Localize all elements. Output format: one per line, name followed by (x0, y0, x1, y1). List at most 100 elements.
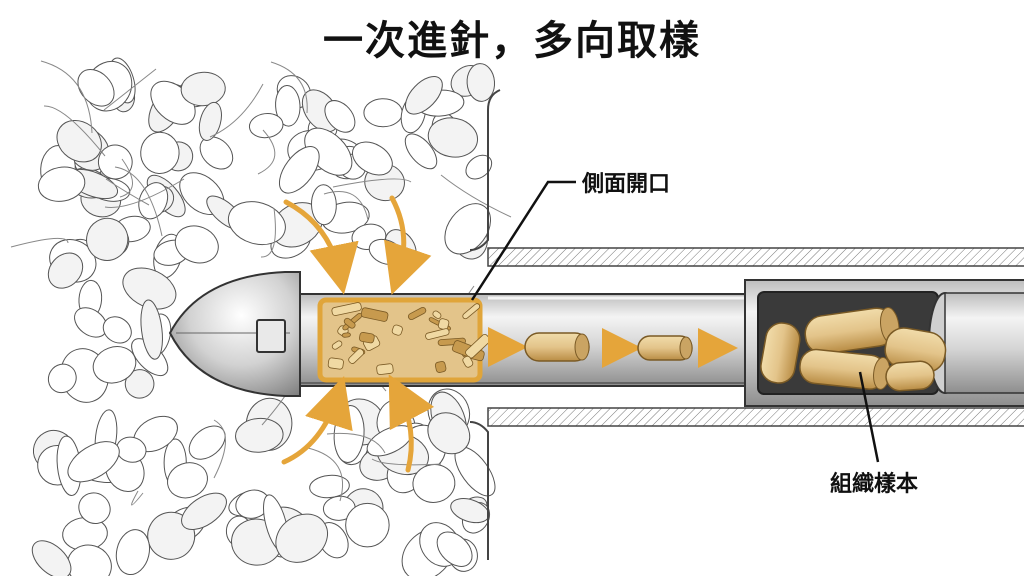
arrow-bottom-right (388, 374, 435, 473)
tissue-cell (436, 531, 473, 567)
tissue-cell (363, 98, 403, 128)
tissue-cell (37, 166, 86, 202)
tissue-cell (97, 144, 133, 180)
tissue-fiber (131, 490, 144, 506)
tissue-fragment (331, 340, 343, 350)
leader-lines (470, 180, 880, 463)
tissue-fragment (343, 317, 356, 329)
tissue-cell (275, 513, 328, 563)
tissue-fiber (440, 174, 512, 218)
tissue-cell (115, 529, 150, 576)
outer-sheath (469, 89, 1024, 560)
tissue-fiber (257, 129, 276, 175)
tissue-cell (167, 462, 208, 499)
tissue-fiber (326, 432, 386, 454)
tissue-fragment (327, 357, 344, 370)
tissue-cell (227, 201, 286, 246)
tissue-cell (92, 346, 137, 384)
tissue-cell (345, 502, 390, 548)
leader-tissue-sample (858, 371, 880, 463)
tissue-cell (466, 63, 496, 102)
tissue-cell (309, 474, 350, 499)
tissue-fiber (332, 178, 412, 188)
tissue-fiber (104, 178, 185, 208)
tissue-cell (465, 154, 493, 180)
tissue-fragment (360, 307, 389, 322)
tissue-fiber (10, 237, 69, 248)
tissue-cell (352, 141, 393, 176)
leader-side-opening (470, 180, 576, 301)
suction-arrows (281, 195, 435, 473)
tissue-cell (324, 100, 356, 133)
tissue-fiber (105, 178, 150, 206)
tissue-cell (444, 203, 491, 255)
tissue-sample-label: 組織樣本 (830, 472, 919, 497)
collected-samples (760, 307, 947, 392)
tissue-fiber (209, 83, 264, 138)
tissue-cell (56, 119, 102, 163)
tissue-fragment (462, 355, 474, 368)
tissue-cell (140, 299, 163, 360)
tissue-fragment (432, 310, 442, 319)
tissue-cell (405, 76, 443, 115)
tissue-fragment (462, 303, 481, 320)
tissue-cell (124, 369, 155, 399)
tissue-cell (174, 225, 219, 264)
tissue-cell (275, 85, 301, 127)
traveling-cores (524, 332, 693, 362)
tissue-cell (31, 540, 72, 576)
tissue-fragment (407, 306, 427, 321)
tissue-cell (122, 267, 177, 310)
tissue-cell (235, 417, 284, 453)
tissue-fragment (425, 328, 450, 340)
tissue-cell (188, 425, 226, 460)
flow-arrows (488, 327, 738, 368)
arrow-top-left (283, 199, 359, 295)
tissue-fragment (391, 324, 403, 336)
tissue-cell (199, 136, 234, 170)
tissue-fragment (376, 363, 394, 375)
needle-tip (168, 271, 301, 397)
tissue-cell (86, 217, 129, 261)
tissue-fiber (114, 166, 163, 237)
arrow-top-right (384, 195, 432, 295)
arrow-bottom-left (281, 375, 353, 465)
tissue-fragment (358, 331, 375, 344)
tissue-fragment (434, 360, 447, 373)
tissue-fiber (103, 68, 157, 111)
tissue-core-2 (637, 335, 693, 361)
tissue-cell (181, 492, 227, 530)
tissue-cell (140, 131, 180, 174)
side-opening (317, 297, 491, 383)
tissue-fiber (307, 447, 344, 502)
tissue-cell (47, 252, 84, 289)
tissue-cell (310, 184, 337, 226)
tissue-fragment (331, 302, 362, 316)
tissue-cell (102, 316, 132, 344)
tissue-fiber (43, 105, 106, 157)
tissue-fiber (213, 419, 226, 479)
tissue-cell (404, 133, 438, 170)
tissue-cell (427, 117, 479, 158)
tissue-fragment (348, 348, 365, 364)
tissue-cell (78, 492, 111, 524)
tissue-fragment (341, 332, 351, 338)
diagram-title: 一次進針，多向取樣 (323, 18, 701, 64)
tissue-fiber (371, 458, 442, 466)
tissue-fiber (40, 60, 93, 134)
tissue-cell (248, 113, 284, 139)
tissue-core-1 (524, 332, 590, 362)
tissue-cell (198, 101, 222, 141)
tissue-fragments (327, 302, 491, 375)
tissue-cell (47, 363, 77, 394)
tissue-fiber (323, 190, 369, 221)
tissue-cell (180, 71, 226, 107)
tissue-cell (278, 146, 320, 194)
tissue-fiber (260, 207, 276, 258)
tissue-fiber (119, 158, 133, 198)
tissue-fiber (270, 61, 308, 114)
tissue-cell (67, 441, 120, 483)
side-opening-label: 側面開口 (582, 172, 671, 197)
